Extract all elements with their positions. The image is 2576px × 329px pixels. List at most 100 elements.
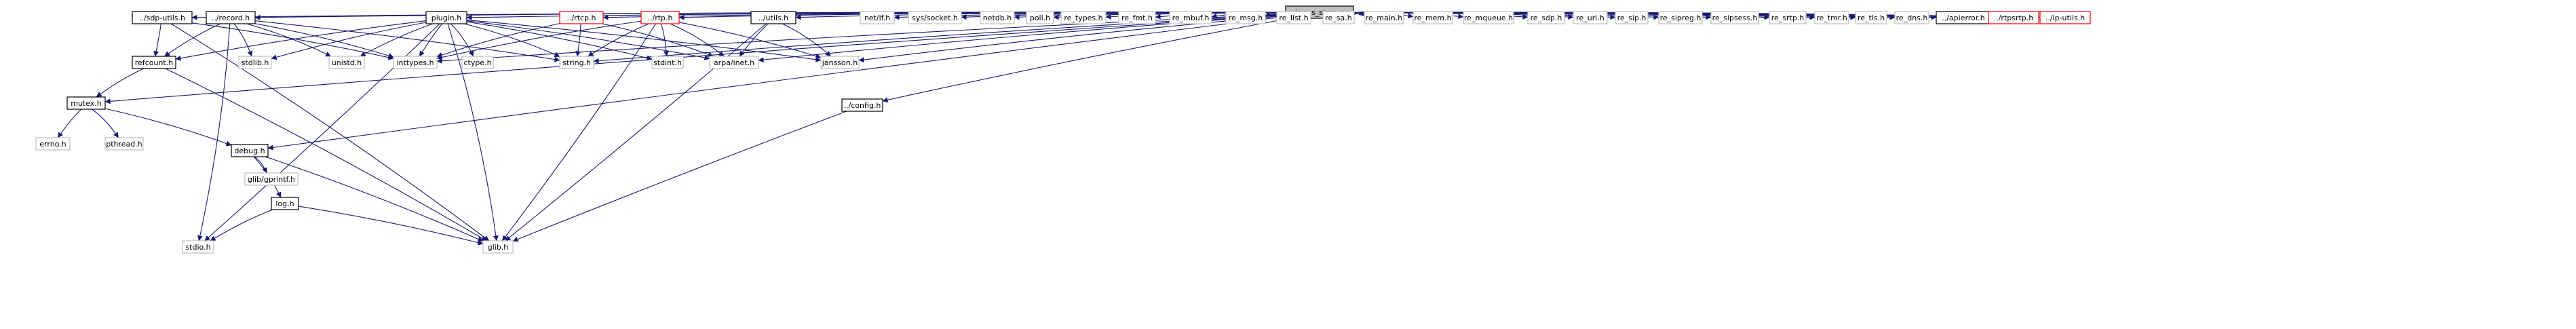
node-label-netdb: netdb.h	[983, 14, 1012, 22]
edge-rtp-to-stdint	[660, 23, 669, 57]
node-label-rtcp: ../rtcp.h	[566, 14, 596, 22]
node-label-utils: ../utils.h	[758, 14, 788, 22]
node-box-re_list	[1276, 11, 1311, 24]
node-re_mqueue: re_mqueue.h	[1463, 11, 1514, 24]
node-re_tmr: re_tmr.h	[1814, 11, 1849, 24]
node-plugin[interactable]: plugin.h	[425, 11, 467, 24]
node-re_sipreg: re_sipreg.h	[1658, 11, 1703, 24]
edge-layer	[57, 9, 2041, 246]
node-mutex[interactable]: mutex.h	[66, 96, 106, 110]
node-label-rtp: ../rtp.h	[648, 14, 673, 22]
edge-refcount-to-mutex	[96, 68, 145, 98]
node-re_mem: re_mem.h	[1412, 11, 1453, 24]
node-box-log	[271, 197, 299, 210]
edge-mutex-to-pthread	[92, 109, 119, 138]
node-label-re_uri: re_uri.h	[1576, 14, 1604, 22]
edge-record-to-stdio	[197, 23, 231, 241]
edge-mutex-to-errno	[57, 109, 82, 138]
node-re_tls: re_tls.h	[1855, 11, 1887, 24]
node-re_sdp: re_sdp.h	[1527, 11, 1565, 24]
node-poll: poll.h	[1026, 11, 1054, 24]
node-stdio: stdio.h	[182, 240, 214, 254]
edge-debug-to-glib	[265, 156, 484, 242]
node-box-re_sdp	[1527, 11, 1565, 24]
node-rtpsrtp[interactable]: ../rtpsrtp.h	[1988, 11, 2039, 24]
edge-plugin-to-inttypes	[419, 23, 443, 57]
node-re_uri: re_uri.h	[1573, 11, 1608, 24]
node-label-re_sip: re_sip.h	[1617, 14, 1647, 22]
node-debug[interactable]: debug.h	[231, 144, 269, 157]
edge-plugin-to-glib	[447, 23, 499, 241]
node-label-re_mbuf: re_mbuf.h	[1172, 14, 1210, 22]
node-apierror[interactable]: ../apierror.h	[1936, 11, 1991, 24]
edge-log-to-glib	[298, 206, 484, 246]
node-label-ctype: ctype.h	[463, 58, 491, 67]
node-rtp[interactable]: ../rtp.h	[640, 11, 680, 24]
edge-rtp-to-glib	[501, 23, 657, 241]
node-label-inttypes: inttypes.h	[396, 58, 434, 67]
node-label-re_sipsess: re_sipsess.h	[1712, 14, 1758, 22]
node-box-utils	[750, 11, 796, 24]
node-label-pthread: pthread.h	[106, 140, 142, 149]
node-label-config: ../config.h	[844, 101, 881, 110]
node-box-config	[841, 98, 883, 112]
node-box-jansson	[820, 56, 860, 69]
node-label-re_mqueue: re_mqueue.h	[1464, 14, 1513, 22]
node-config[interactable]: ../config.h	[841, 98, 883, 112]
edge-plugin-to-arpa_inet	[466, 20, 710, 60]
node-rtcp[interactable]: ../rtcp.h	[559, 11, 604, 24]
node-sdp_utils[interactable]: ../sdp-utils.h	[132, 11, 193, 24]
node-re_main: re_main.h	[1364, 11, 1404, 24]
edge-janus_sipre-to-mutex	[104, 14, 1286, 104]
node-ctype: ctype.h	[461, 56, 494, 69]
node-box-inttypes	[393, 56, 438, 69]
node-record[interactable]: ../record.h	[206, 11, 256, 24]
node-refcount[interactable]: refcount.h	[132, 56, 176, 69]
node-label-errno: errno.h	[39, 140, 66, 149]
edge-utils-to-glib	[505, 23, 767, 241]
edge-rtp-to-jansson	[678, 22, 822, 59]
node-label-net_if: net/if.h	[864, 14, 890, 22]
node-box-re_mem	[1412, 11, 1453, 24]
node-log[interactable]: log.h	[271, 197, 299, 210]
node-re_list: re_list.h	[1276, 11, 1311, 24]
node-box-string	[559, 56, 594, 69]
node-box-re_mqueue	[1463, 11, 1514, 24]
node-label-re_tls: re_tls.h	[1858, 14, 1885, 22]
node-label-log: log.h	[275, 199, 294, 208]
node-label-re_sa: re_sa.h	[1325, 14, 1352, 22]
node-arpa_inet: arpa/inet.h	[709, 56, 759, 69]
edge-record-to-refcount	[164, 23, 220, 57]
node-box-re_main	[1364, 11, 1404, 24]
node-box-ctype	[461, 56, 494, 69]
edge-sdp_utils-to-refcount	[153, 23, 161, 57]
node-box-poll	[1026, 11, 1054, 24]
node-box-re_tmr	[1814, 11, 1849, 24]
edge-plugin-to-stdint	[466, 21, 653, 61]
edge-refcount-to-glib	[165, 68, 487, 241]
node-label-glib: glib.h	[488, 243, 509, 252]
node-utils[interactable]: ../utils.h	[750, 11, 796, 24]
node-label-re_srtp: re_srtp.h	[1771, 14, 1805, 22]
node-box-rtpsrtp	[1988, 11, 2039, 24]
node-box-re_msg	[1225, 11, 1266, 24]
node-re_sipsess: re_sipsess.h	[1710, 11, 1759, 24]
node-box-ip_utils	[2039, 11, 2091, 24]
node-label-re_msg: re_msg.h	[1229, 14, 1263, 22]
node-re_fmt: re_fmt.h	[1118, 11, 1156, 24]
edge-rtp-to-arpa_inet	[670, 23, 725, 57]
edge-plugin-to-unistd	[360, 23, 434, 57]
edge-janus_sipre-to-inttypes	[436, 14, 1286, 64]
node-re_mbuf: re_mbuf.h	[1169, 11, 1212, 24]
node-ip_utils[interactable]: ../ip-utils.h	[2039, 11, 2091, 24]
node-box-netdb	[980, 11, 1015, 24]
node-label-refcount: refcount.h	[135, 58, 173, 67]
node-label-unistd: unistd.h	[332, 58, 362, 67]
node-label-debug: debug.h	[234, 147, 265, 155]
node-label-mutex: mutex.h	[71, 99, 102, 108]
node-label-re_sdp: re_sdp.h	[1531, 14, 1562, 22]
node-box-re_sa	[1322, 11, 1355, 24]
edge-record-to-unistd	[246, 23, 332, 57]
node-box-sys_socket	[908, 11, 962, 24]
node-label-re_main: re_main.h	[1366, 14, 1403, 22]
